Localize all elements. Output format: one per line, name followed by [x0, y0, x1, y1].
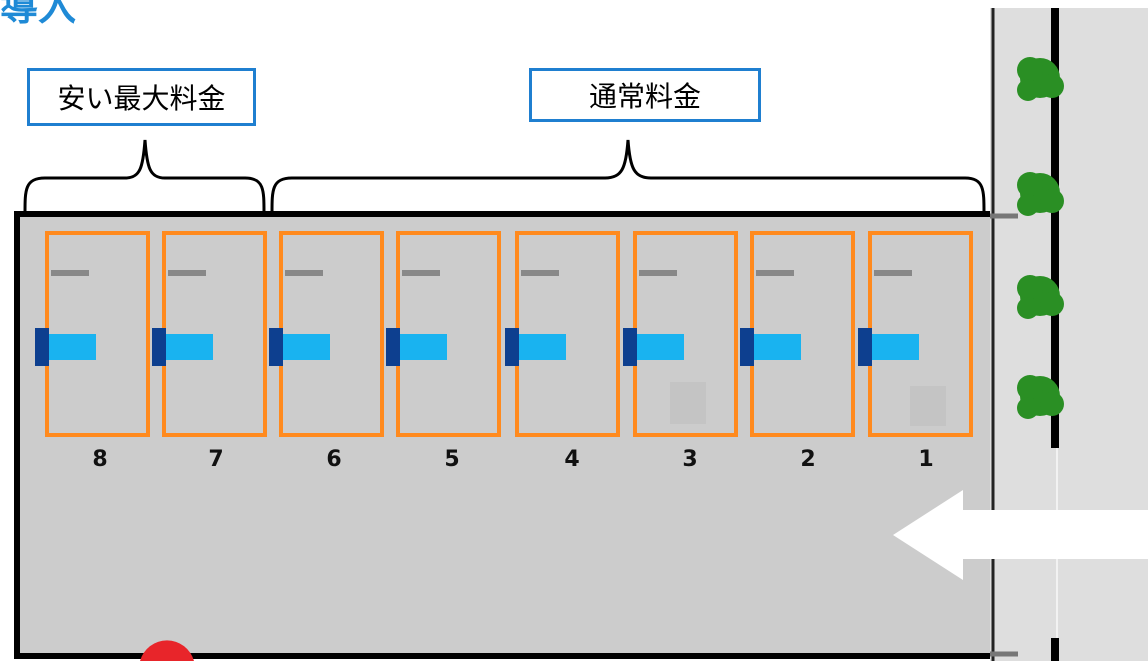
- parking-space-6: 6: [269, 231, 384, 472]
- lock-arm: [519, 334, 566, 360]
- lock-plate: [623, 328, 637, 366]
- sign-bar: [756, 270, 794, 276]
- lock-plate: [505, 328, 519, 366]
- lock-plate: [740, 328, 754, 366]
- lock-arm: [872, 334, 919, 360]
- sign-bar: [874, 270, 912, 276]
- parking-space-3: 3: [623, 231, 738, 472]
- space-number: 4: [564, 447, 579, 472]
- parking-space-5: 5: [386, 231, 501, 472]
- parking-space-2: 2: [740, 231, 855, 472]
- lock-plate: [269, 328, 283, 366]
- space-number: 5: [444, 447, 459, 472]
- lock-plate: [386, 328, 400, 366]
- red-marker-icon: [140, 640, 194, 661]
- tree-icon: [1017, 172, 1064, 216]
- space-number: 6: [326, 447, 341, 472]
- sign-bar: [51, 270, 89, 276]
- sign-bar: [168, 270, 206, 276]
- lock-arm: [49, 334, 96, 360]
- parking-space-4: 4: [505, 231, 620, 472]
- road: [990, 8, 1148, 661]
- sign-bar: [402, 270, 440, 276]
- lock-arm: [754, 334, 801, 360]
- lock-arm: [166, 334, 213, 360]
- brace-cheap-max: [23, 139, 266, 214]
- ground-mark: [670, 382, 706, 424]
- lock-arm: [637, 334, 684, 360]
- tree-icon: [1017, 375, 1064, 419]
- lock-plate: [858, 328, 872, 366]
- space-number: 3: [682, 447, 697, 472]
- tree-icon: [1017, 57, 1064, 101]
- space-number: 7: [208, 447, 223, 472]
- sign-bar: [639, 270, 677, 276]
- space-number: 1: [918, 447, 933, 472]
- label-normal-rate-text: 通常料金: [588, 80, 701, 113]
- space-number: 8: [92, 447, 107, 472]
- entry-arrow-icon: [893, 490, 1148, 580]
- page-heading: 導入: [0, 0, 77, 29]
- lock-plate: [35, 328, 49, 366]
- sign-bar: [285, 270, 323, 276]
- lock-arm: [283, 334, 330, 360]
- parking-space-7: 7: [152, 231, 267, 472]
- sign-bar: [521, 270, 559, 276]
- lock-arm: [400, 334, 447, 360]
- parking-space-8: 8: [35, 231, 150, 472]
- tree-icon: [1017, 275, 1064, 319]
- space-number: 2: [800, 447, 815, 472]
- lock-plate: [152, 328, 166, 366]
- ground-mark: [910, 386, 946, 426]
- parking-space-1: 1: [858, 231, 973, 472]
- label-normal-rate: 通常料金: [529, 68, 761, 122]
- label-cheap-max-rate-text: 安い最大料金: [57, 82, 226, 115]
- brace-normal: [270, 139, 986, 214]
- parking-lot-boundary: [14, 211, 990, 659]
- label-cheap-max-rate: 安い最大料金: [27, 68, 256, 126]
